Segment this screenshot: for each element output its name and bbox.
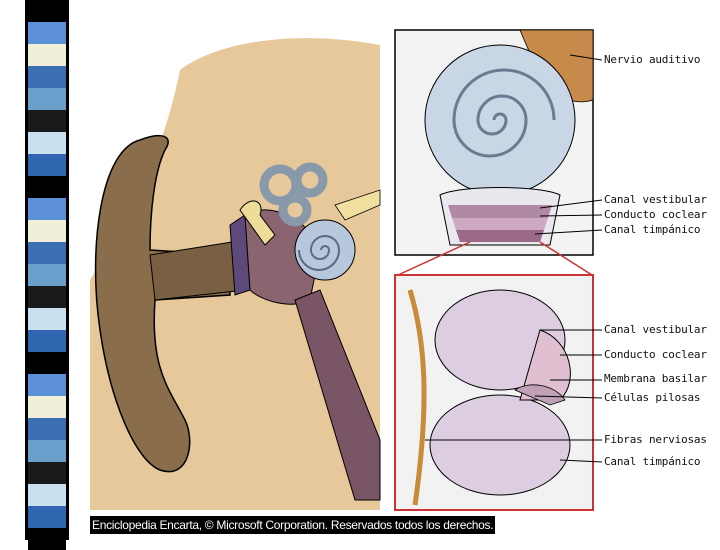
stripe-block [28,286,66,308]
stripe-block [28,396,66,418]
stripe-block [28,418,66,440]
stripe-block [28,176,66,198]
stripe-block [28,374,66,396]
label-conducto-coclear-top: Conducto coclear [604,208,707,221]
stripe-block [28,0,66,22]
label-canal-timpanico-top: Canal timpánico [604,223,700,236]
stripe-block [28,484,66,506]
stripe-block [28,242,66,264]
label-canal-timpanico-bottom: Canal timpánico [604,455,700,468]
label-canal-vestibular-bottom: Canal vestibular [604,323,707,336]
label-nervio-auditivo: Nervio auditivo [604,53,700,66]
label-fibras-nerviosas: Fibras nerviosas [604,433,707,446]
cochlea-small [295,220,355,280]
cochlea-inset-bottom [395,275,593,510]
stripe-block [28,66,66,88]
decorative-stripe-bar [0,0,76,540]
stripe-edge-left [25,0,28,540]
copyright-caption: Enciclopedia Encarta, © Microsoft Corpor… [90,516,495,534]
stripe-block [28,440,66,462]
stripe-block [28,198,66,220]
label-conducto-coclear-bottom: Conducto coclear [604,348,707,361]
stripe-edge-right [66,0,69,540]
stripe-block [28,220,66,242]
stripe-block [28,154,66,176]
stripe-block [28,352,66,374]
stripe-block [28,330,66,352]
stripe-block [28,462,66,484]
stripe-block [28,528,66,550]
stripe-block [28,264,66,286]
stripe-block [28,308,66,330]
stripe-block [28,22,66,44]
stripe-block [28,132,66,154]
stripe-block [28,506,66,528]
cochlea-inset-top [395,30,593,255]
stripe-block [28,88,66,110]
label-membrana-basilar: Membrana basilar [604,372,707,385]
label-celulas-pilosas: Células pilosas [604,391,700,404]
stripe-block [28,44,66,66]
stripe-block [28,110,66,132]
label-canal-vestibular-top: Canal vestibular [604,193,707,206]
